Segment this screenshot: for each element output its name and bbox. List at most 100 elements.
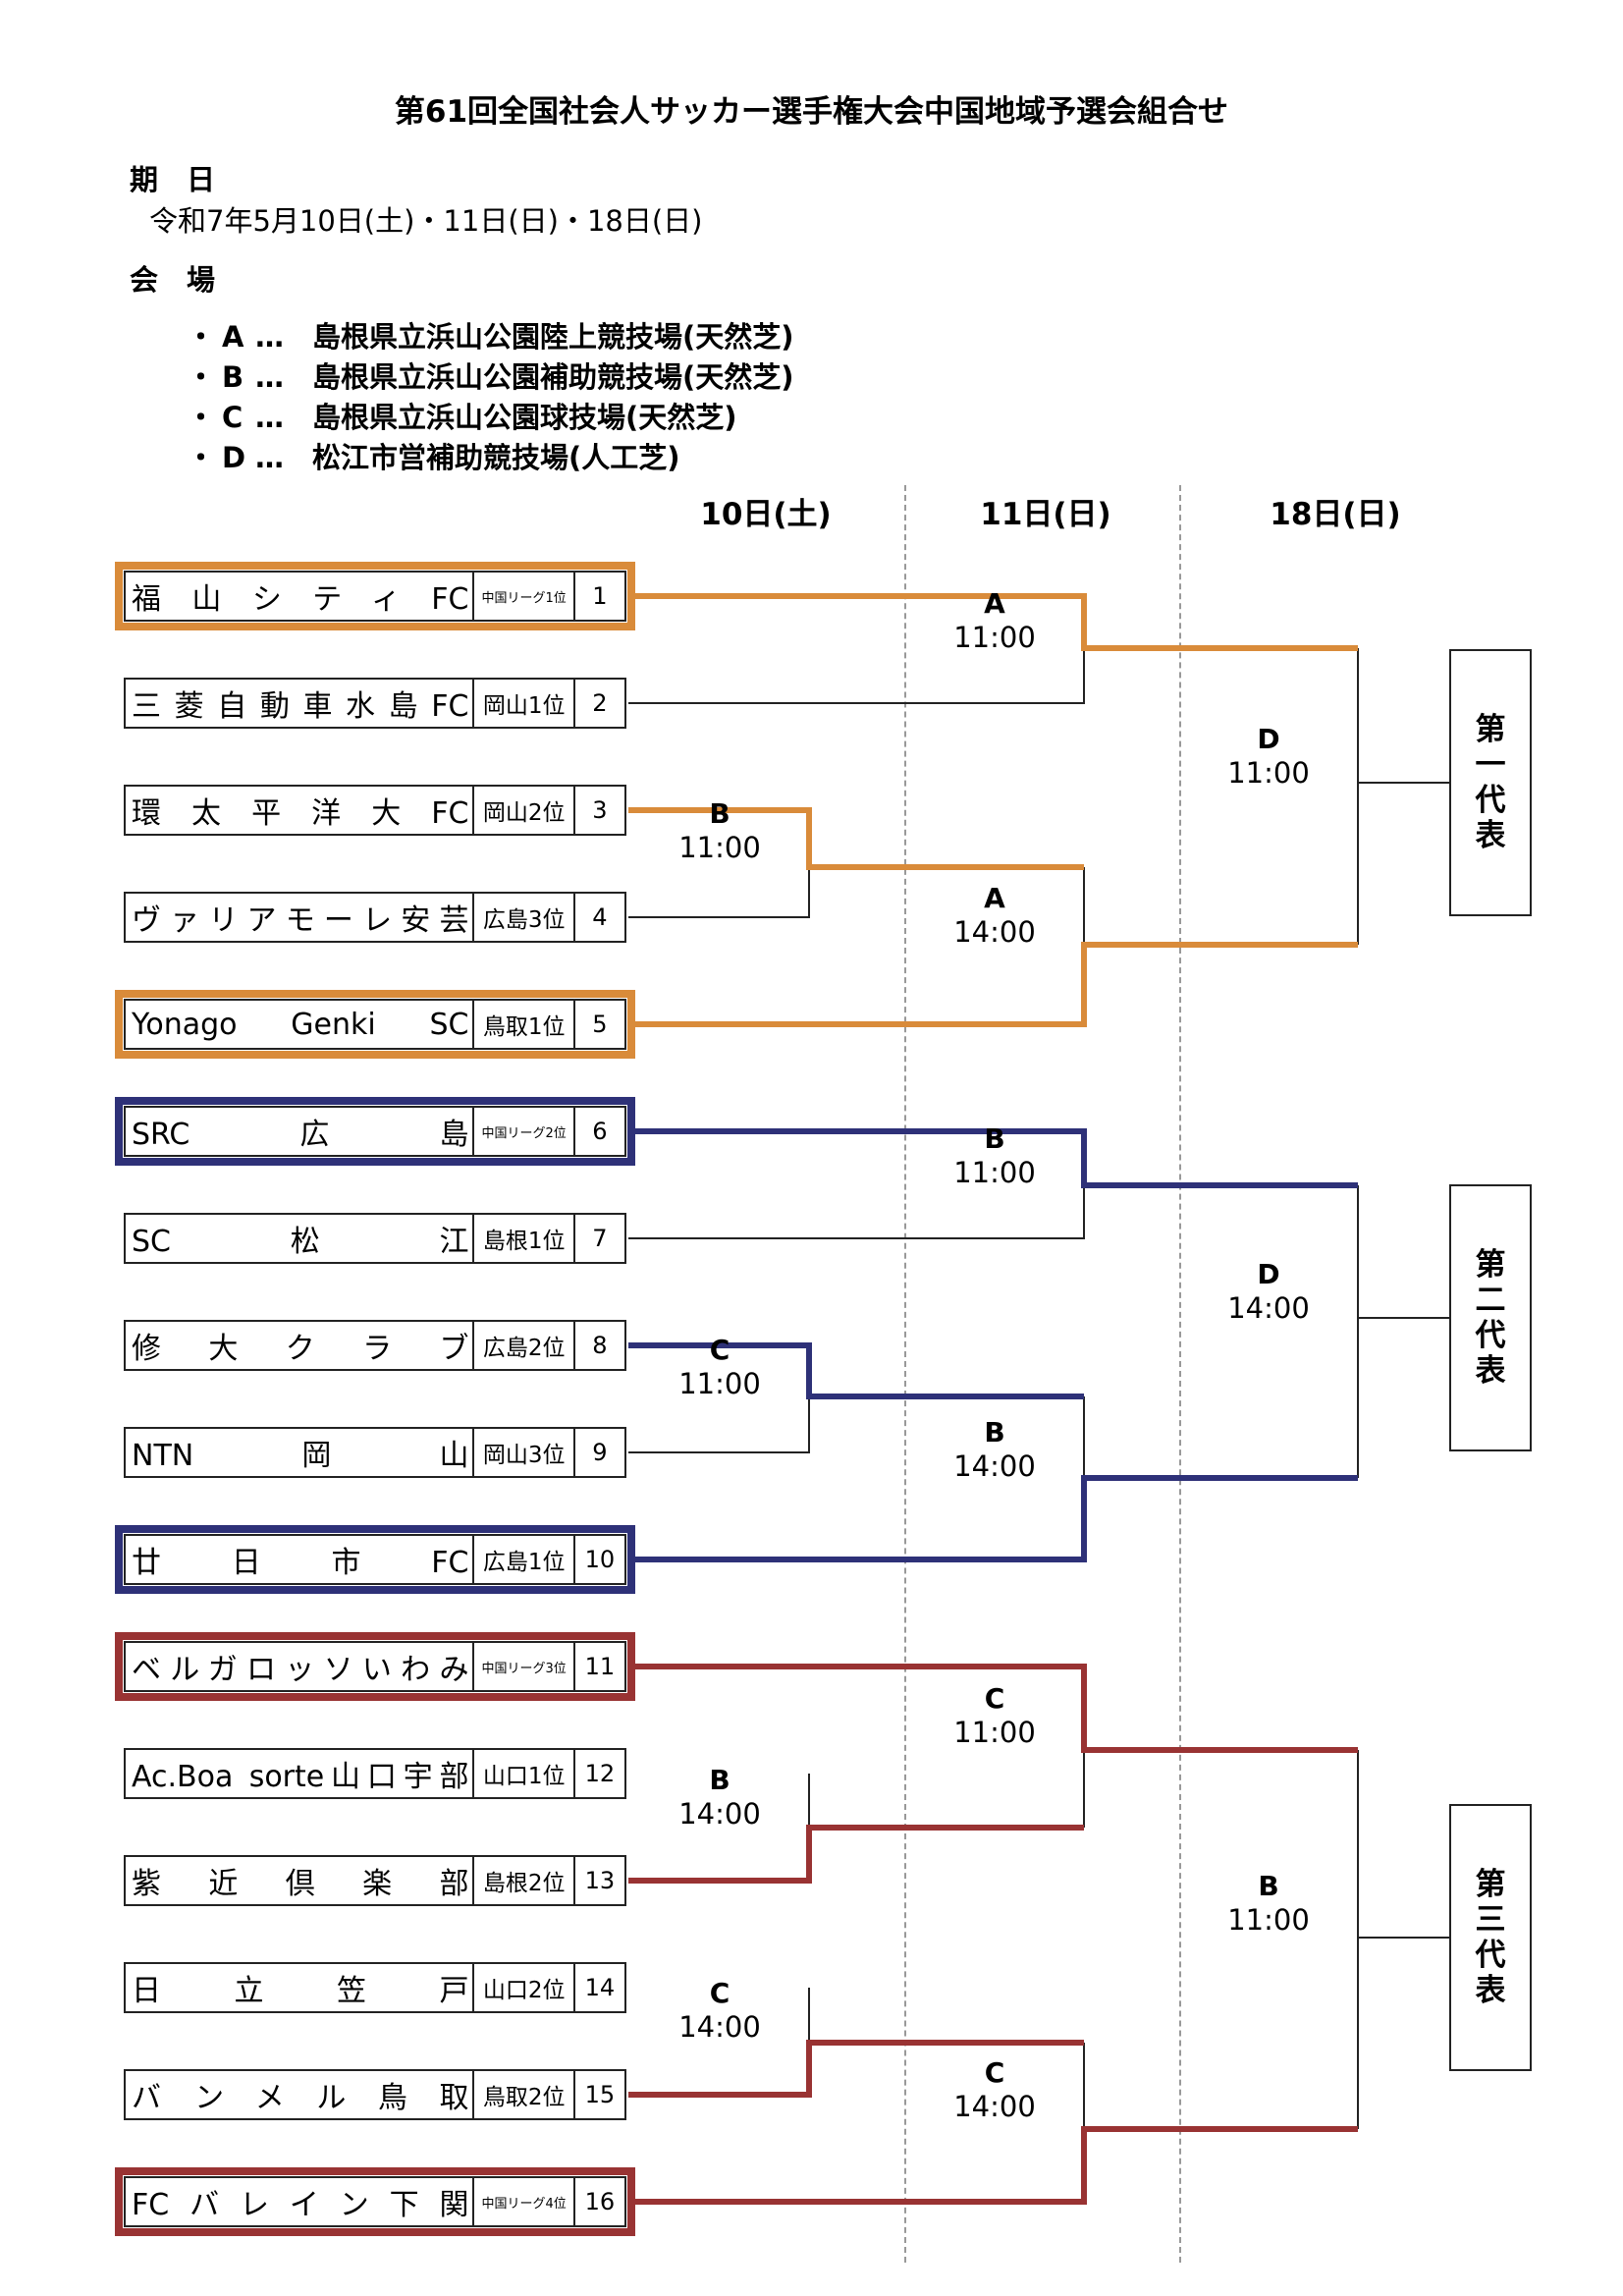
seed-highlight [115, 2167, 635, 2236]
bullet-icon: ・ [187, 360, 216, 394]
day-header-11: 11日(日) [980, 497, 1111, 532]
match-time: 14:00 [953, 2090, 1036, 2123]
venue-name: 島根県立浜山公園陸上競技場(天然芝) [312, 320, 794, 354]
bullet-icon: ・ [187, 401, 216, 434]
ellipsis-icon: … [255, 320, 284, 354]
advance-line [628, 1342, 1084, 1399]
advance-line [628, 1475, 1358, 1562]
team-qualification: 中国リーグ2位 [472, 1108, 572, 1155]
ellipsis-icon: … [255, 360, 284, 394]
team-name: Yonago Genki SC [132, 1007, 469, 1042]
advance-line [628, 593, 1358, 651]
team-name: FCバレイン下関 [132, 2188, 469, 2222]
match-venue: B [709, 1764, 730, 1796]
advance-line [628, 2040, 1084, 2098]
bullet-icon: ・ [187, 441, 216, 474]
match-time: 14:00 [678, 2010, 761, 2044]
team-seed-number: 16 [572, 2178, 624, 2225]
match-time: 11:00 [678, 831, 761, 864]
match-venue: A [984, 587, 1005, 620]
match-time: 11:00 [1227, 756, 1310, 790]
venue-name: 島根県立浜山公園球技場(天然芝) [312, 401, 737, 434]
day-header-10: 10日(土) [700, 497, 832, 532]
team-qualification: 鳥取1位 [472, 1001, 572, 1048]
team-qualification: 岡山1位 [472, 680, 572, 727]
day-header-18: 18日(日) [1270, 497, 1401, 532]
team-seed-number: 3 [572, 787, 624, 834]
venue-item-c: ・C…島根県立浜山公園球技場(天然芝) [187, 395, 737, 434]
team-name: 修大クラブ [132, 1332, 469, 1366]
team-qualification: 中国リーグ3位 [472, 1643, 572, 1690]
match-venue: C [984, 1682, 1005, 1715]
match-venue: D [1257, 723, 1280, 755]
seed-highlight [115, 990, 635, 1059]
match-time: 11:00 [678, 1367, 761, 1400]
team-qualification: 島根1位 [472, 1215, 572, 1262]
advance-line [628, 1664, 1358, 1753]
team-name: ヴァリアモーレ安芸 [132, 903, 469, 938]
venue-letter: B [222, 360, 244, 394]
seed-highlight [115, 562, 635, 630]
match-venue: B [984, 1122, 1005, 1155]
team-seed-number: 11 [572, 1643, 624, 1690]
match-time: 14:00 [678, 1797, 761, 1831]
team-qualification: 島根2位 [472, 1857, 572, 1904]
team-qualification: 岡山3位 [472, 1429, 572, 1476]
page-title: 第61回全国社会人サッカー選手権大会中国地域予選会組合せ [394, 94, 1229, 130]
team-name: SC松江 [132, 1225, 469, 1259]
match-time: 14:00 [953, 1449, 1036, 1483]
venue-item-a: ・A…島根県立浜山公園陸上競技場(天然芝) [187, 314, 794, 354]
venue-letter: A [222, 320, 244, 354]
team-seed-number: 6 [572, 1108, 624, 1155]
day-divider [1179, 485, 1181, 2263]
team-qualification: 鳥取2位 [472, 2071, 572, 2118]
venue-letter: D [222, 441, 246, 474]
representative-box: 第三代表 [1449, 1804, 1532, 2071]
seed-highlight [115, 1525, 635, 1594]
team-qualification: 山口1位 [472, 1750, 572, 1797]
team-name: 紫近倶楽部 [132, 1867, 469, 1901]
team-name: 日立笠戸 [132, 1974, 469, 2008]
match-venue: C [709, 1977, 730, 2009]
match-venue: B [1258, 1870, 1279, 1902]
team-seed-number: 13 [572, 1857, 624, 1904]
team-name: 福山シティFC [132, 582, 469, 617]
team-qualification: 広島1位 [472, 1536, 572, 1583]
team-seed-number: 5 [572, 1001, 624, 1048]
seed-highlight [115, 1632, 635, 1701]
match-venue: C [709, 1334, 730, 1366]
team-qualification: 広島2位 [472, 1322, 572, 1369]
team-seed-number: 10 [572, 1536, 624, 1583]
match-time: 14:00 [1227, 1291, 1310, 1325]
dates-label: 期 日 [130, 163, 216, 196]
ellipsis-icon: … [255, 441, 284, 474]
match-venue: C [984, 2056, 1005, 2089]
advance-line [628, 942, 1358, 1027]
match-time: 11:00 [953, 1716, 1036, 1749]
team-name: SRC広島 [132, 1118, 469, 1152]
team-seed-number: 9 [572, 1429, 624, 1476]
team-seed-number: 2 [572, 680, 624, 727]
team-name: ベルガロッソいわみ [132, 1653, 469, 1687]
advance-line [628, 807, 1084, 870]
